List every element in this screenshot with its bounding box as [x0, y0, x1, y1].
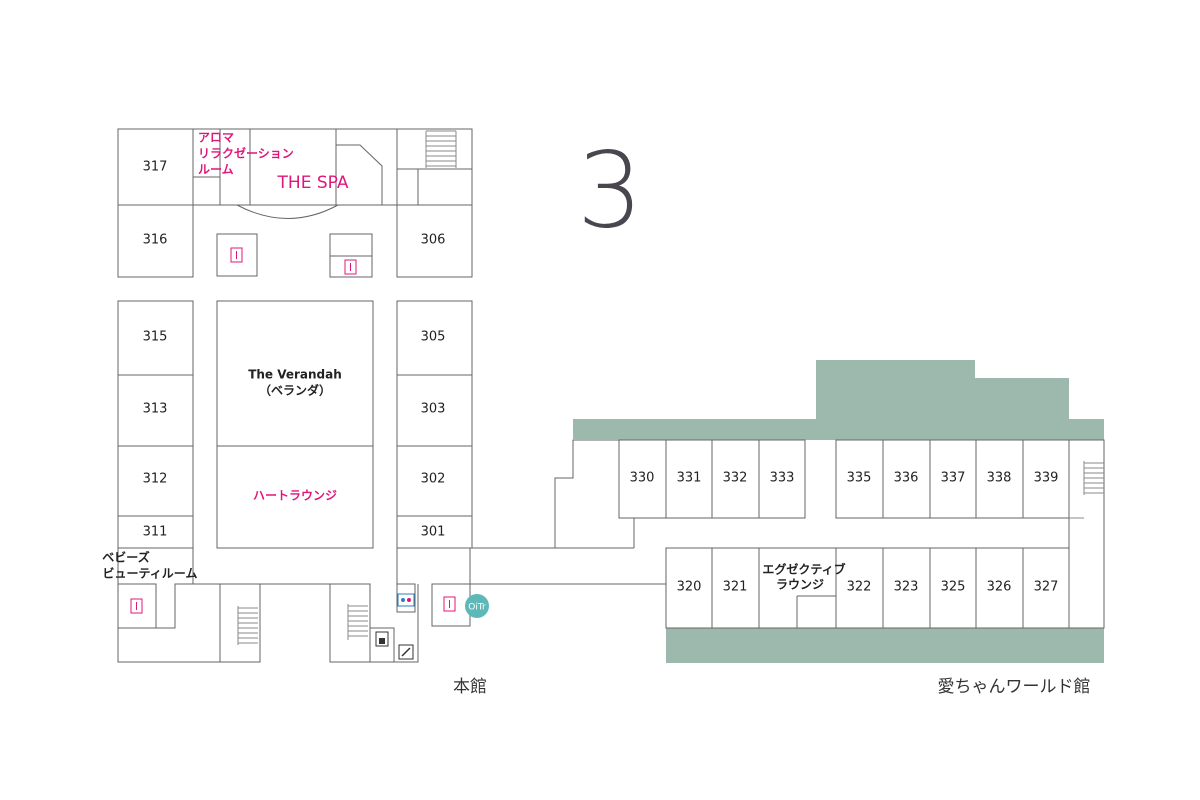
toilet-icon	[344, 259, 357, 275]
floor-number: 3	[577, 129, 643, 251]
room-333[interactable]	[758, 439, 806, 519]
stair-lower-mid	[329, 583, 371, 663]
room-325[interactable]	[929, 547, 977, 629]
ai-world-building-name: 愛ちゃんワールド館	[938, 677, 1091, 697]
room-label-320: 320	[677, 580, 702, 595]
room-label-338: 338	[987, 471, 1012, 486]
room-306[interactable]	[396, 204, 473, 278]
room-label-333: 333	[770, 471, 795, 486]
verandah-label-1: The Verandah	[248, 368, 342, 382]
toilet-icon	[130, 598, 143, 614]
toilet-icon	[230, 247, 243, 263]
room-label-301: 301	[421, 525, 446, 540]
green-block-b	[975, 378, 1069, 419]
room-327[interactable]	[1022, 547, 1070, 629]
top-utility	[417, 168, 473, 206]
exec-lounge-label-2: ラウンジ	[776, 578, 824, 592]
aroma-label-2: リラクゼーション	[198, 146, 294, 161]
room-label-330: 330	[630, 471, 655, 486]
green-strip-top	[573, 419, 1104, 440]
baby-beauty-label-2: ビューティルーム	[103, 566, 198, 581]
room-317[interactable]	[117, 128, 194, 206]
main-building-name: 本館	[453, 677, 487, 697]
room-322[interactable]	[835, 547, 884, 629]
heart-lounge-label: ハートラウンジ	[253, 489, 337, 503]
room-315[interactable]	[117, 300, 194, 376]
room-303[interactable]	[396, 374, 473, 447]
stairs-icon	[425, 130, 457, 168]
room-302[interactable]	[396, 445, 473, 517]
room-label-322: 322	[847, 580, 872, 595]
oitr-badge-icon[interactable]: OiTr	[465, 594, 489, 618]
room-label-312: 312	[143, 472, 168, 487]
aroma-label-3: ルーム	[198, 163, 234, 177]
room-320[interactable]	[665, 547, 713, 629]
room-label-336: 336	[894, 471, 919, 486]
toilet-block-lower-right	[431, 583, 471, 627]
room-label-323: 323	[894, 580, 919, 595]
room-label-316: 316	[143, 233, 168, 248]
stair-right	[1068, 439, 1105, 629]
stairs-icon	[347, 604, 368, 640]
verandah-label-2: （ベランダ）	[259, 383, 331, 398]
room-label-337: 337	[941, 471, 966, 486]
room-label-311: 311	[143, 525, 168, 540]
room-label-339: 339	[1034, 471, 1059, 486]
main-building	[117, 128, 473, 663]
stair-top	[396, 128, 473, 170]
room-321[interactable]	[711, 547, 760, 629]
baby-beauty-label-1: ベビーズ	[102, 550, 149, 565]
room-313[interactable]	[117, 374, 194, 447]
room-label-325: 325	[941, 580, 966, 595]
accessible-toilet-icon	[397, 593, 415, 607]
room-label-302: 302	[421, 472, 446, 487]
room-316[interactable]	[117, 204, 194, 278]
room-305[interactable]	[396, 300, 473, 376]
vending-icon	[398, 644, 414, 660]
room-label-303: 303	[421, 402, 446, 417]
room-331[interactable]	[665, 439, 713, 519]
room-label-315: 315	[143, 330, 168, 345]
toilet-block-right-top	[329, 233, 373, 257]
room-301[interactable]	[396, 515, 473, 549]
green-block-a	[816, 360, 975, 419]
exec-lounge-label-1: エグゼクティブ	[762, 562, 845, 577]
green-strip-bottom	[666, 628, 1104, 663]
room-332[interactable]	[711, 439, 760, 519]
spa-label: THE SPA	[277, 173, 349, 193]
toilet-icon	[443, 596, 456, 612]
heart-lounge-room[interactable]	[216, 445, 374, 549]
ai-world-building	[573, 360, 1105, 663]
room-326[interactable]	[975, 547, 1024, 629]
spa-block[interactable]	[192, 128, 398, 206]
room-label-331: 331	[677, 471, 702, 486]
room-label-332: 332	[723, 471, 748, 486]
room-312[interactable]	[117, 445, 194, 517]
oitr-label: OiTr	[468, 603, 486, 613]
room-label-305: 305	[421, 330, 446, 345]
stairs-icon	[237, 606, 258, 645]
stairs-icon	[1069, 461, 1104, 519]
room-label-321: 321	[723, 580, 748, 595]
aroma-label-1: アロマ	[198, 131, 234, 145]
room-336[interactable]	[882, 439, 931, 519]
elevator-icon	[375, 631, 389, 647]
room-label-313: 313	[143, 402, 168, 417]
room-label-335: 335	[847, 471, 872, 486]
room-311[interactable]	[117, 515, 194, 549]
room-label-326: 326	[987, 580, 1012, 595]
room-330[interactable]	[618, 439, 667, 519]
room-label-306: 306	[421, 233, 446, 248]
room-label-317: 317	[143, 160, 168, 175]
room-label-327: 327	[1034, 580, 1059, 595]
verandah-room[interactable]	[216, 300, 374, 447]
